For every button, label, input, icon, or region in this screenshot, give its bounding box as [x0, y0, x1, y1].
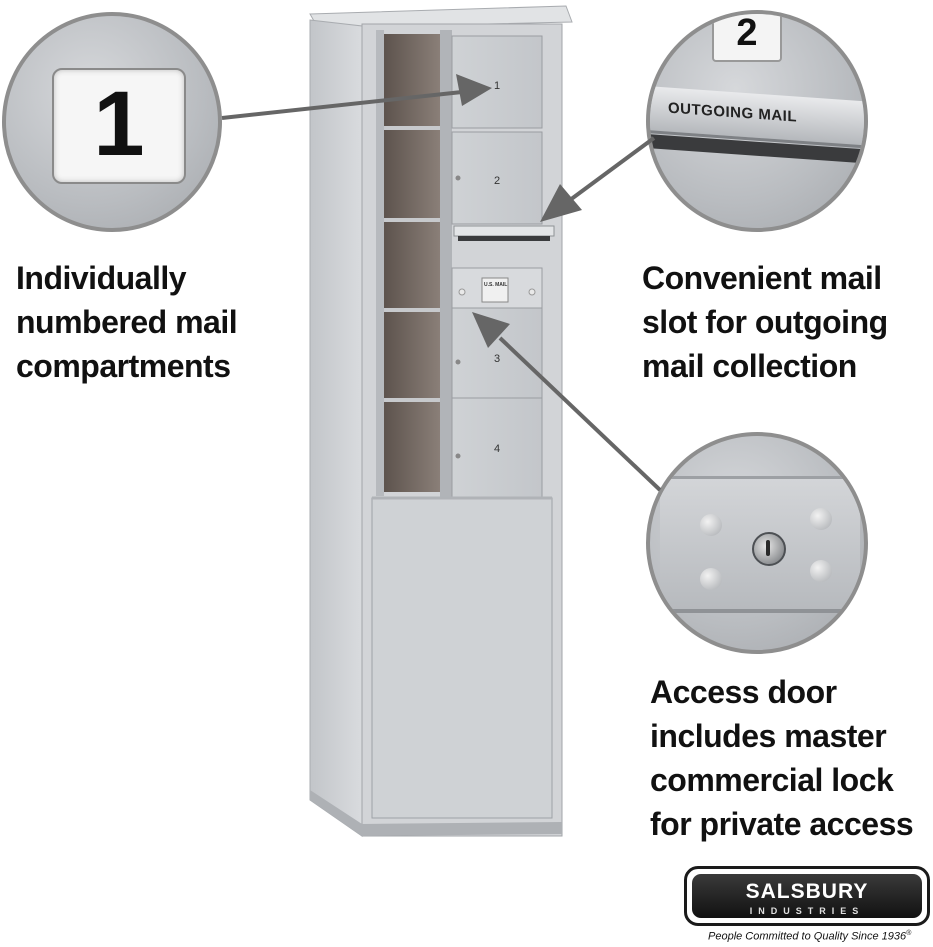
- zoom-circle-access-door: [646, 432, 868, 654]
- callout-line: numbered mail: [16, 304, 238, 340]
- number-plate: 1: [52, 68, 186, 184]
- callout-line: slot for outgoing: [642, 304, 888, 340]
- zoom-circle-compartment-number: 1: [2, 12, 222, 232]
- salsbury-logo: SALSBURY INDUSTRIES: [684, 866, 930, 926]
- callout-text-access-door: Access door includes master commercial l…: [650, 670, 914, 846]
- slot-number-digit: 2: [736, 12, 758, 54]
- rivet-icon: [810, 508, 832, 530]
- rivet-icon: [810, 560, 832, 582]
- callout-line: Convenient mail: [642, 260, 882, 296]
- callout-line: Individually: [16, 260, 187, 296]
- compartment-number: 4: [494, 443, 500, 455]
- callout-line: includes master: [650, 718, 887, 754]
- tagline-text: People Committed to Quality Since 1936: [708, 930, 907, 943]
- master-lock-icon: [752, 532, 786, 566]
- callout-text-mail-slot: Convenient mail slot for outgoing mail c…: [642, 256, 888, 388]
- rivet-icon: [700, 514, 722, 536]
- callout-line: compartments: [16, 348, 231, 384]
- number-plate-digit: 1: [93, 73, 145, 175]
- usmail-label: U.S. MAIL: [484, 282, 507, 288]
- callout-line: mail collection: [642, 348, 857, 384]
- callout-text-numbered: Individually numbered mail compartments: [16, 256, 238, 388]
- slot-number-plate: 2: [712, 12, 782, 62]
- registered-mark: ®: [906, 930, 912, 937]
- rivet-icon: [700, 568, 722, 590]
- brand-tagline: People Committed to Quality Since 1936®: [708, 930, 911, 943]
- callout-line: for private access: [650, 806, 914, 842]
- logo-name: SALSBURY: [745, 880, 869, 903]
- logo-badge: SALSBURY INDUSTRIES: [692, 874, 922, 918]
- callout-line: Access door: [650, 674, 837, 710]
- compartment-number: 3: [494, 353, 500, 365]
- zoom-circle-outgoing-slot: 2 OUTGOING MAIL: [646, 10, 868, 232]
- compartment-number: 2: [494, 175, 500, 187]
- logo-subtitle: INDUSTRIES: [749, 906, 865, 916]
- callout-line: commercial lock: [650, 762, 894, 798]
- compartment-number: 1: [494, 80, 500, 92]
